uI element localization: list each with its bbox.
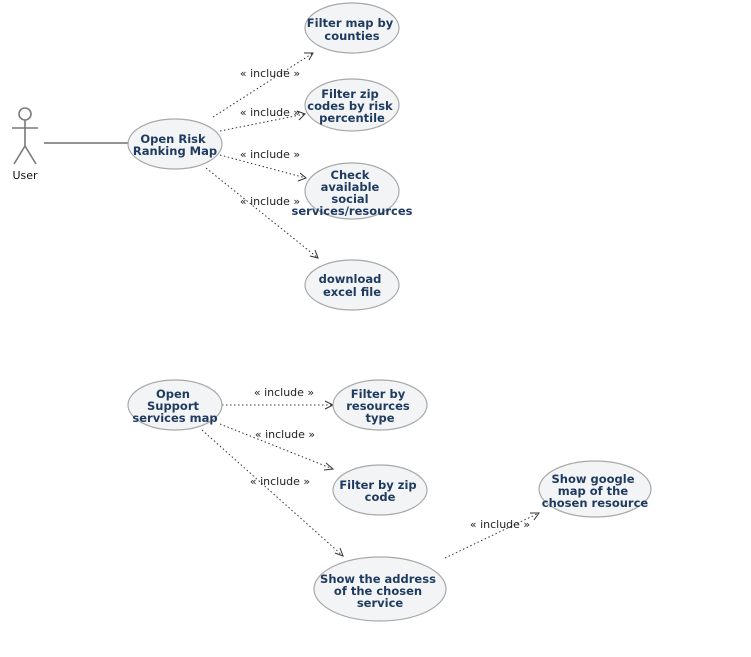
use-case-label: Open Risk [140, 132, 206, 146]
use-case-label: Check [331, 168, 370, 182]
use-case-label: percentile [319, 111, 385, 125]
use-case-label: chosen resource [542, 496, 649, 510]
include-label: « include » [240, 148, 300, 161]
use-case-filter-by-resources-type[interactable]: Filter by resources type [332, 379, 428, 431]
use-case-filter-by-zip-code[interactable]: Filter by zip code [332, 464, 428, 516]
use-case-label: social [331, 192, 368, 206]
use-case-label: services/resources [292, 204, 413, 218]
svg-text:Filter by resources: Filter by resources type [346, 387, 414, 425]
use-case-label: type [365, 411, 394, 425]
use-case-label: Show google [551, 472, 634, 486]
include-open-support-filter-zip: « include » [219, 423, 335, 471]
include-open-risk-download-excel: « include » [205, 167, 319, 259]
use-case-open-support-services-map[interactable]: Open Support services map [127, 379, 223, 431]
use-case-open-risk-ranking-map[interactable]: Open Risk Ranking Map [127, 118, 223, 170]
svg-text:Open Risk Ranking Map: Open Risk Ranking Map [133, 132, 217, 158]
use-case-label: download [319, 272, 382, 286]
use-case-label: Show the address [320, 572, 436, 586]
use-case-filter-zip-codes-by-risk[interactable]: Filter zip codes by risk percentile [304, 78, 400, 132]
include-show-address-show-google: « include » [444, 512, 540, 559]
use-case-label: map of the [558, 484, 629, 498]
svg-text:Filter map by counties: Filter map by counties [307, 16, 397, 43]
use-case-label: Filter zip [321, 87, 379, 101]
include-open-risk-check-services: « include » [219, 148, 307, 182]
use-case-label: service [357, 596, 404, 610]
use-case-label: Filter by zip [339, 478, 416, 492]
svg-text:Check available so: Check available social services/resource… [292, 168, 413, 218]
use-case-show-address-of-chosen-service[interactable]: Show the address of the chosen service [313, 556, 447, 622]
use-case-label: codes by risk [307, 99, 393, 113]
use-case-label: Filter by [351, 387, 406, 401]
include-open-risk-filter-counties: « include » [212, 52, 314, 118]
use-case-label: excel file [323, 285, 381, 299]
use-case-label: Filter map by [307, 16, 394, 30]
include-label: « include » [470, 518, 530, 531]
use-case-download-excel-file[interactable]: download excel file [304, 259, 400, 311]
use-case-label: Open [156, 387, 190, 401]
include-label: « include » [255, 428, 315, 441]
include-open-support-show-address: « include » [201, 429, 344, 557]
svg-text:Open Support servi: Open Support services map [132, 387, 217, 425]
use-case-label: Ranking Map [133, 144, 217, 158]
include-open-support-filter-resources: « include » [222, 386, 335, 410]
actor-user[interactable]: User [12, 107, 38, 182]
use-case-label: counties [324, 29, 379, 43]
use-case-label: code [365, 490, 396, 504]
svg-text:Show the address of the: Show the address of the chosen service [320, 572, 440, 610]
svg-text:Show google map of the: Show google map of the chosen resource [542, 472, 649, 510]
include-label: « include » [250, 475, 310, 488]
svg-text:Filter by zip code: Filter by zip code [339, 478, 420, 504]
use-case-label: Support [147, 399, 200, 413]
include-open-risk-filter-zip-risk: « include » [219, 106, 306, 132]
use-case-show-google-map[interactable]: Show google map of the chosen resource [538, 460, 652, 518]
use-case-label: resources [346, 399, 410, 413]
svg-text:download excel file: download excel file [319, 272, 386, 299]
use-case-filter-map-by-counties[interactable]: Filter map by counties [304, 2, 400, 54]
stick-figure-icon [12, 107, 38, 165]
use-case-label: available [321, 180, 380, 194]
include-label: « include » [240, 195, 300, 208]
use-case-label: services map [132, 411, 217, 425]
svg-text:Filter zip codes by risk: Filter zip codes by risk percentile [307, 87, 396, 125]
include-label: « include » [254, 386, 314, 399]
include-label: « include » [240, 67, 300, 80]
actor-label: User [12, 169, 38, 182]
use-case-label: of the chosen [334, 584, 422, 598]
use-case-check-available-services[interactable]: Check available social services/resource… [292, 162, 413, 220]
include-label: « include » [240, 106, 300, 119]
